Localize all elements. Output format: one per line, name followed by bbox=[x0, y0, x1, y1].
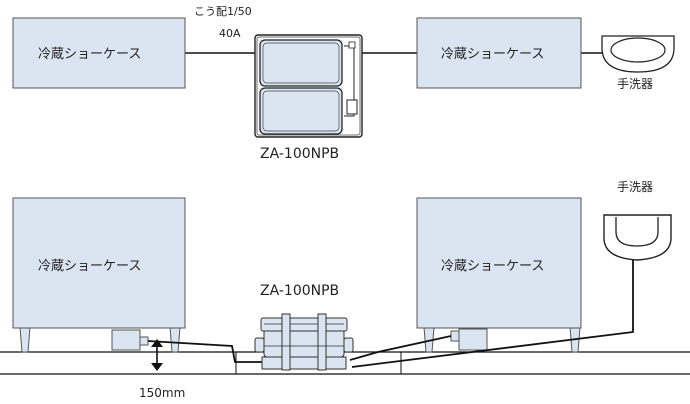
side-grease-trap-unit bbox=[254, 313, 354, 371]
top-sink-label: 手洗器 bbox=[617, 77, 654, 91]
top-grease-trap-unit bbox=[254, 34, 363, 138]
side-right-showcase bbox=[416, 197, 582, 329]
side-left-drain-outlet bbox=[139, 336, 149, 346]
side-left-showcase-label: 冷蔵ショーケース bbox=[38, 259, 142, 274]
top-unit-model-label: ZA-100NPB bbox=[260, 146, 340, 162]
side-left-pipe bbox=[147, 340, 262, 363]
side-right-drain-box bbox=[458, 328, 488, 351]
side-sink-label: 手洗器 bbox=[617, 180, 654, 194]
side-right-drain-outlet bbox=[450, 330, 460, 342]
top-hand-sink bbox=[601, 35, 675, 73]
top-left-showcase bbox=[12, 17, 186, 89]
pipe-size-label: 40A bbox=[219, 27, 241, 40]
side-right-showcase-label: 冷蔵ショーケース bbox=[441, 259, 545, 274]
side-left-showcase bbox=[12, 197, 186, 329]
side-unit-model-label: ZA-100NPB bbox=[260, 283, 340, 299]
top-right-showcase bbox=[416, 17, 582, 89]
height-dimension-arrow bbox=[151, 339, 163, 371]
top-left-showcase-label: 冷蔵ショーケース bbox=[38, 47, 142, 62]
side-left-showcase-legs bbox=[19, 326, 181, 353]
side-hand-sink bbox=[603, 214, 672, 261]
top-right-showcase-label: 冷蔵ショーケース bbox=[441, 47, 545, 62]
side-right-pipe bbox=[349, 335, 452, 361]
height-dimension-label: 150mm bbox=[139, 386, 186, 400]
side-sink-pipe bbox=[351, 259, 634, 368]
pipe-slope-label: こう配1/50 bbox=[194, 5, 252, 18]
side-left-drain-box bbox=[111, 329, 141, 351]
